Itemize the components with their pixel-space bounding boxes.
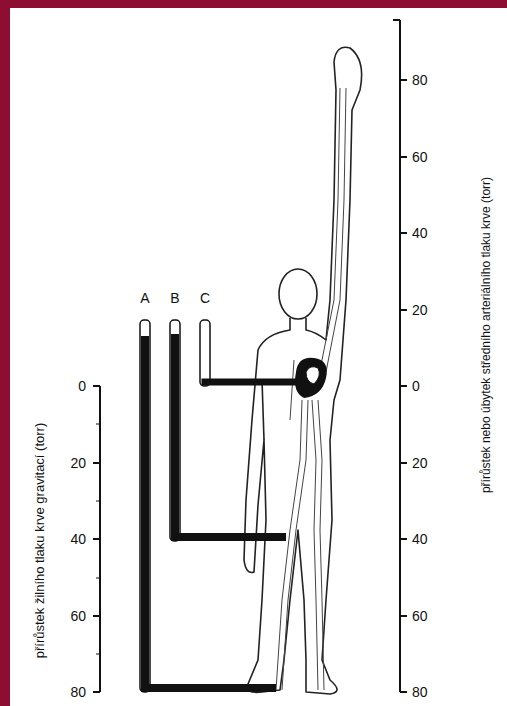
tube-letter: C bbox=[200, 291, 210, 305]
axis-number: 80 bbox=[70, 685, 86, 699]
tube-letter: B bbox=[170, 291, 179, 305]
axis-number: 20 bbox=[412, 456, 428, 470]
axis-number: 0 bbox=[412, 379, 420, 393]
axis-number: 60 bbox=[412, 609, 428, 623]
axis-number: 0 bbox=[78, 379, 86, 393]
axis-number: 40 bbox=[412, 532, 428, 546]
axis-number: 80 bbox=[412, 73, 428, 87]
axis-number: 40 bbox=[70, 532, 86, 546]
axis-number: 80 bbox=[412, 685, 428, 699]
axis-title: přírůstek žilního tlaku krve gravitací (… bbox=[34, 422, 47, 658]
axis-number: 60 bbox=[70, 609, 86, 623]
axis-number: 20 bbox=[412, 303, 428, 317]
axis-number: 40 bbox=[412, 226, 428, 240]
illustration bbox=[10, 8, 507, 706]
axis-number: 60 bbox=[412, 150, 428, 164]
axis-title: přírůstek nebo úbytek středního arteriál… bbox=[480, 177, 492, 493]
slide-panel: A B Cpřírůstek žilního tlaku krve gravitac… bbox=[10, 8, 507, 706]
tube-letter: A bbox=[140, 291, 149, 305]
axis-number: 20 bbox=[70, 456, 86, 470]
